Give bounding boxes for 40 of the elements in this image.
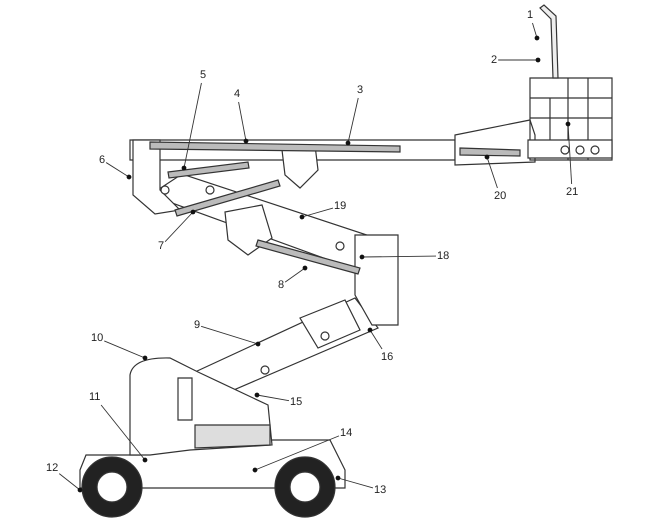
callout-number: 14	[340, 426, 352, 440]
leader-line	[200, 326, 260, 346]
leader-line	[368, 328, 382, 350]
callout-number: 19	[334, 199, 346, 213]
leader-line	[284, 266, 308, 283]
callout-number: 10	[91, 331, 104, 345]
callout-number: 5	[200, 68, 206, 82]
leader-line	[164, 210, 196, 242]
leader-line	[336, 476, 374, 488]
leader-line	[58, 473, 82, 492]
callout-number: 16	[381, 350, 394, 364]
leader-line	[100, 404, 148, 462]
callout-number: 13	[374, 483, 386, 497]
callout-number: 12	[46, 461, 58, 475]
callout-number: 7	[158, 239, 164, 253]
callout-number: 21	[566, 185, 578, 199]
callout-number: 1	[527, 8, 534, 22]
callout-number: 11	[89, 390, 100, 404]
leader-line	[254, 392, 290, 402]
callout-number: 4	[234, 87, 240, 101]
leader-line	[182, 82, 202, 170]
leader-line	[484, 154, 498, 188]
leader-line	[532, 22, 540, 40]
leader-line	[346, 98, 359, 146]
leader-line	[104, 340, 148, 360]
callout-number: 20	[494, 189, 506, 203]
leader-line	[252, 435, 340, 472]
callout-number: 8	[278, 278, 284, 292]
callout-number: 3	[357, 83, 364, 97]
leader-line	[300, 208, 334, 220]
callout-number: 18	[437, 249, 450, 263]
callout-number: 15	[290, 395, 302, 409]
leader-line	[106, 162, 132, 180]
leader-line	[360, 254, 436, 260]
callout-number: 2	[491, 53, 498, 67]
leader-line	[238, 102, 248, 144]
callout-number: 6	[99, 153, 106, 167]
leader-line	[498, 58, 540, 62]
leader-line	[566, 122, 572, 184]
callout-number: 9	[194, 318, 200, 332]
